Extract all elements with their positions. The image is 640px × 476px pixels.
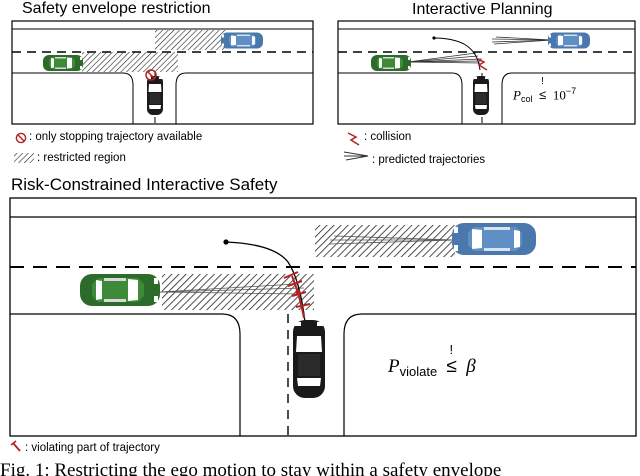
green-car	[43, 55, 83, 71]
blue-car	[221, 32, 263, 49]
blue-car	[548, 32, 590, 49]
violating-trajectory-icon	[10, 440, 21, 452]
ego-car	[473, 76, 489, 115]
ego-car	[293, 320, 325, 398]
panel-risk-constrained	[9, 197, 637, 437]
green-car	[80, 274, 160, 306]
panel-title-risk-constrained: Risk-Constrained Interactive Safety	[11, 175, 278, 194]
collision-icon	[475, 57, 488, 71]
collision-probability-formula: Pcol ! ≤ 10−7	[513, 76, 577, 105]
legend-predicted-trajectories: : predicted trajectories	[372, 154, 486, 166]
legend-stopping-trajectory: : only stopping trajectory available	[29, 131, 203, 143]
panel-interactive-planning	[337, 20, 636, 125]
ego-car	[147, 76, 163, 115]
no-entry-icon	[15, 132, 27, 144]
violation-probability-formula: Pviolate ! ≤ β	[388, 342, 476, 379]
collision-icon	[347, 132, 360, 146]
ego-trajectory	[433, 37, 481, 71]
ego-trajectory	[225, 241, 306, 323]
restricted-region-upper	[155, 30, 227, 50]
legend-collision: : collision	[364, 131, 412, 143]
panel-title-interactive-planning: Interactive Planning	[412, 1, 553, 18]
restricted-region-lower	[82, 52, 178, 72]
predicted-trajectories	[407, 36, 553, 64]
panel-title-safety-envelope: Safety envelope restriction	[22, 0, 211, 17]
predicted-trajectories	[159, 235, 456, 295]
green-car	[371, 55, 411, 71]
hatch-region-icon	[14, 153, 34, 163]
no-entry-icon	[145, 69, 157, 81]
predicted-trajectories-icon	[343, 151, 369, 161]
figure-caption: Fig. 1: Restricting the ego motion to st…	[0, 460, 502, 476]
legend-restricted-region: : restricted region	[37, 152, 126, 164]
panel-safety-envelope	[11, 20, 314, 125]
blue-car	[452, 223, 536, 255]
legend-violating-trajectory: : violating part of trajectory	[25, 442, 160, 454]
